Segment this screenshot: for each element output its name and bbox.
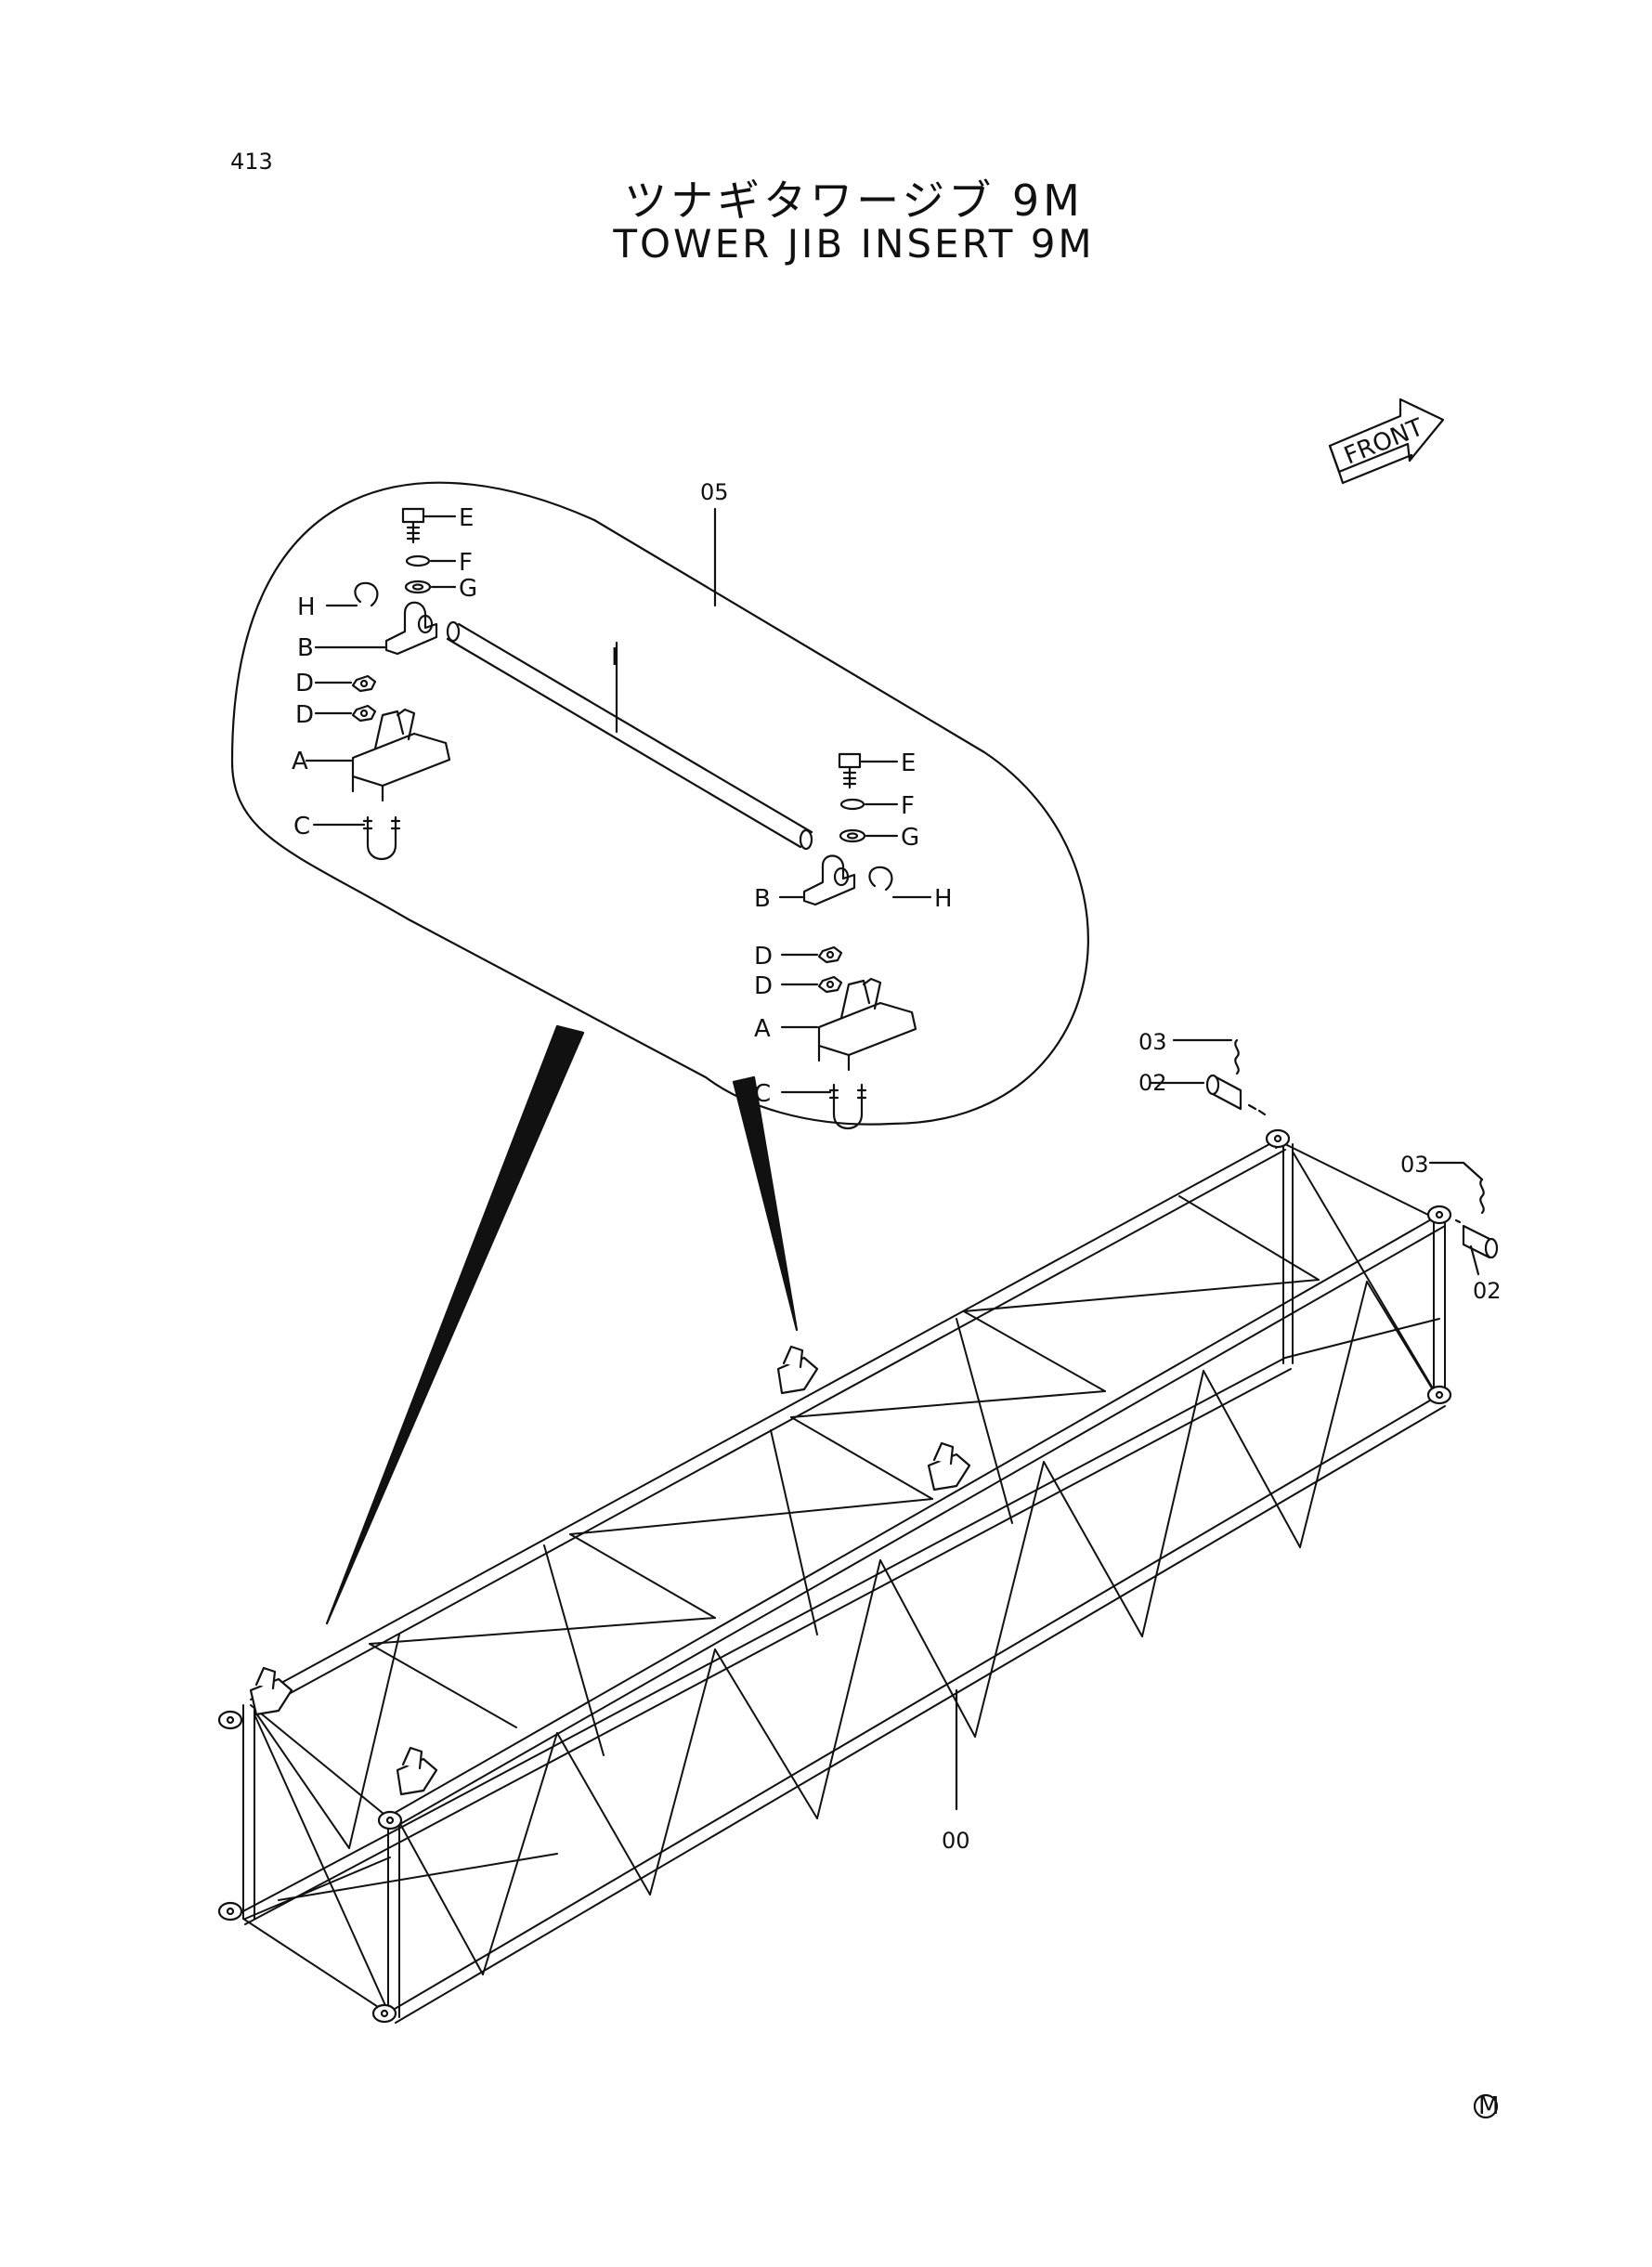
callout-clip-lower: 03 [1400,1152,1429,1178]
title-english: TOWER JIB INSERT 9M [613,221,1095,267]
part-label-G-right: G [901,824,919,852]
part-label-D2-left: D [295,701,314,729]
leader-spike-left [325,1024,585,1625]
pin-lower [1454,1218,1499,1276]
clip-lower [1428,1161,1485,1215]
part-label-B-left: B [297,634,314,662]
part-label-pipe: I [611,644,618,671]
part-label-B-right: B [754,885,771,913]
part-label-F-right: F [901,792,915,820]
part-label-A-right: A [754,1015,771,1043]
front-arrow-icon [1328,397,1445,485]
callout-pin-upper: 02 [1138,1070,1167,1096]
title-japanese: ツナギタワージブ 9M [624,176,1084,226]
pipe [446,620,813,851]
right-clamp-group [778,752,932,1129]
left-clamp-group [305,507,457,860]
maker-mark: M [1478,2092,1499,2120]
pin-upper [1150,1074,1267,1116]
maker-mark-circle [1473,2093,1499,2119]
detail-bubble [230,481,1089,1126]
callout-frame: 00 [942,1828,970,1854]
part-label-H-left: H [297,593,316,621]
part-label-E-right: E [901,749,916,777]
part-label-A-left: A [292,748,308,775]
page-number: 413 [230,149,273,175]
callout-assembly: 05 [700,479,729,505]
part-label-C-right: C [754,1080,771,1108]
part-label-D2-right: D [754,972,773,1000]
part-label-F-left: F [459,549,473,577]
callout-clip-upper: 03 [1138,1029,1167,1055]
callout-pin-lower: 02 [1473,1278,1502,1304]
leader-spike-right [732,1075,799,1332]
part-label-E-left: E [459,504,474,532]
part-label-D1-left: D [295,670,314,697]
part-label-C-left: C [293,813,310,840]
part-label-G-left: G [459,575,477,603]
clip-upper [1172,1038,1240,1075]
part-label-H-right: H [934,885,953,913]
lattice-frame [239,1138,1446,2024]
part-label-D1-right: D [754,943,773,971]
frame-clamp-icons [217,1128,1452,2024]
